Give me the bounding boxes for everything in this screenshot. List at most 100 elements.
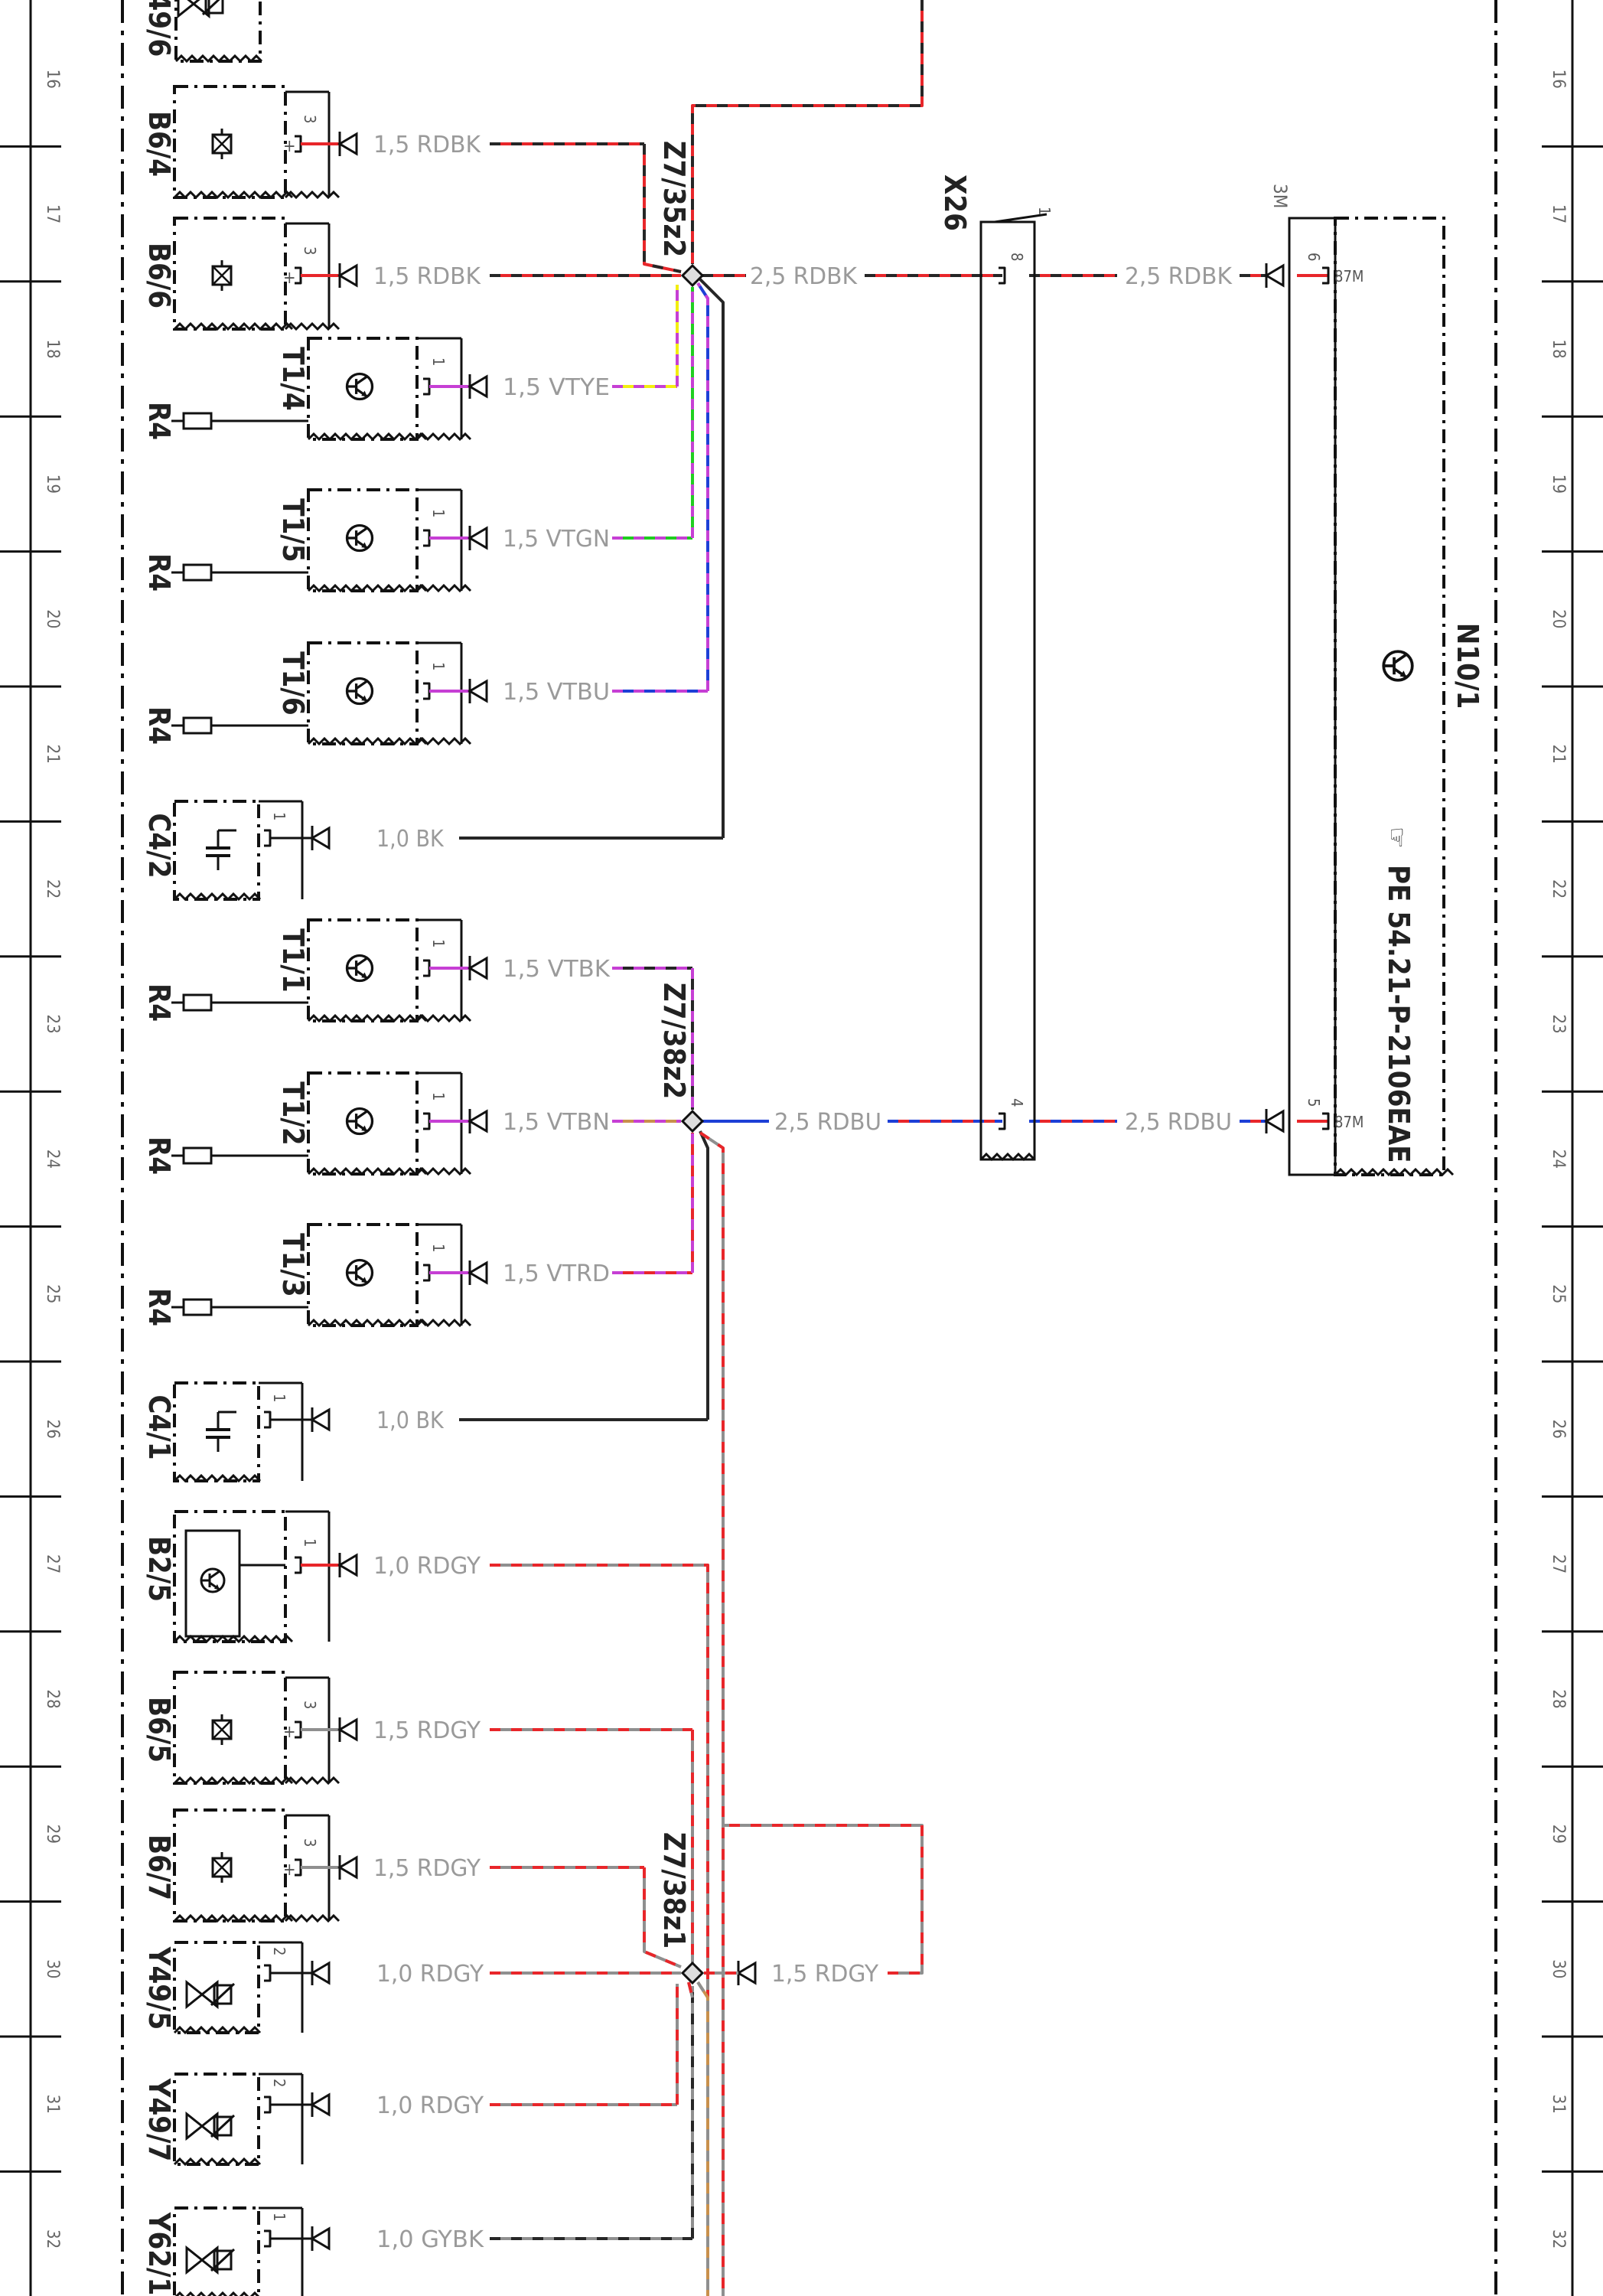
B6-7-housing-break xyxy=(284,1913,340,1923)
transistor-icon xyxy=(345,677,374,706)
B6-4-housing-break xyxy=(284,190,340,200)
C4-1-riser xyxy=(699,1130,709,1420)
sensor-icon xyxy=(211,1852,233,1883)
Y62-1-arrow-icon xyxy=(310,2226,331,2251)
B2-5-pin-number: 1 xyxy=(301,1538,319,1547)
N10-1-pin-5-icon xyxy=(1322,1112,1330,1130)
B6-4-pin-number: 3 xyxy=(301,115,319,123)
C4-2-pin-number: 1 xyxy=(270,812,288,820)
T1-3-arrow-icon xyxy=(468,1261,488,1285)
B6-7-break-line xyxy=(173,1913,294,1923)
label-T1-5-R4: R4 xyxy=(142,553,176,592)
label-T1-3: T1/3 xyxy=(276,1233,310,1296)
label-T1-5: T1/5 xyxy=(276,498,310,562)
B6-4-to-splice xyxy=(643,144,682,273)
T1-4-pin-number: 1 xyxy=(429,357,448,366)
T1-2-break-line xyxy=(307,1166,428,1176)
B6-4-break-line xyxy=(173,190,294,200)
zone-number-left: 28 xyxy=(43,1689,62,1708)
break-line xyxy=(174,54,263,64)
splice-Z7-38z1-label: Z7/38z1 xyxy=(657,1832,691,1949)
label-T1-4-R4: R4 xyxy=(142,402,176,440)
zone-number-left: 26 xyxy=(43,1420,62,1439)
B2-5-break-line xyxy=(173,1634,294,1644)
zone-number-left: 16 xyxy=(43,70,62,89)
splice2-wire-label: 2,5 RDBU xyxy=(774,1109,881,1136)
pointer-hand-icon: ☞ xyxy=(1383,827,1411,849)
transistor-icon xyxy=(345,1107,374,1136)
resistor-icon xyxy=(182,1146,213,1165)
T1-2-wire-label: 1,5 VTBN xyxy=(503,1109,610,1136)
T1-3-box xyxy=(307,1223,419,1327)
label-Y49-5: Y49/5 xyxy=(142,1946,176,2030)
transistor-icon xyxy=(1382,650,1414,682)
transistor-icon xyxy=(200,1567,226,1593)
C4-2-arrow-icon xyxy=(310,826,331,850)
B6-4-box xyxy=(173,85,287,199)
T1-1-wire-label: 1,5 VTBK xyxy=(503,956,611,983)
zone-number-left: 27 xyxy=(43,1554,62,1574)
B6-5-wire-label: 1,5 RDGY xyxy=(373,1717,481,1744)
T1-6-pin-icon xyxy=(423,682,431,700)
B6-7-wire-label: 1,5 RDGY xyxy=(373,1855,481,1882)
splice1-wire-label: 2,5 RDBK xyxy=(750,263,858,290)
B6-7-box xyxy=(173,1808,287,1923)
C4-2-wire-label: 1,0 BK xyxy=(376,826,445,853)
zone-number-left: 19 xyxy=(43,475,62,494)
T1-1-break-line xyxy=(307,1013,428,1023)
B6-7-arrow-icon xyxy=(337,1855,358,1880)
X26-break-line xyxy=(979,1152,1036,1162)
T1-3-wire-label: 1,5 VTRD xyxy=(503,1261,610,1287)
Y62-1-break-line xyxy=(174,2291,260,2296)
Y49-7-pin-icon xyxy=(264,2095,272,2114)
T1-6-wire-label: 1,5 VTBU xyxy=(503,679,610,706)
B6-5-break-line xyxy=(173,1776,294,1786)
T1-1-housing-break xyxy=(415,1013,472,1023)
C4-1-arrow-icon xyxy=(310,1407,331,1432)
B6-6-plus-sign: + xyxy=(283,269,296,288)
T1-2-housing-break xyxy=(415,1166,472,1176)
zone-number-right: 28 xyxy=(1549,1689,1568,1708)
X26-top-pin: 1 xyxy=(1035,207,1054,215)
T1-5-pin-icon xyxy=(423,529,431,547)
top-feed-wire-stripe xyxy=(691,0,924,264)
transistor-icon xyxy=(345,523,374,553)
C4-2-pin-icon xyxy=(264,829,272,847)
T1-2-arrow-icon xyxy=(468,1109,488,1133)
T1-2-box xyxy=(307,1071,419,1176)
zone-number-right: 25 xyxy=(1549,1284,1568,1303)
C4-2-riser xyxy=(699,278,725,838)
T1-5-pin-number: 1 xyxy=(429,509,448,517)
Y49-5-arrow-icon xyxy=(310,1961,331,1985)
Y49-7-break-line xyxy=(173,2157,262,2167)
x26-n10-wire-label-a: 2,5 RDBK xyxy=(1125,263,1233,290)
valve-icon xyxy=(177,0,227,18)
transistor-icon xyxy=(345,372,374,401)
B6-5-arrow-icon xyxy=(337,1717,358,1742)
T1-3-break-line xyxy=(307,1318,428,1328)
T1-4-break-line xyxy=(307,432,428,442)
label-B2-5: B2/5 xyxy=(142,1536,176,1602)
T1-4-housing-break xyxy=(415,432,472,442)
N10-1-pin-5-number: 5 xyxy=(1305,1098,1323,1107)
C4-1-box xyxy=(173,1381,260,1482)
T1-4-arrow-icon xyxy=(468,374,488,399)
capacitor-icon xyxy=(204,829,238,872)
Y62-1-box xyxy=(173,2206,260,2296)
T1-6-pin-number: 1 xyxy=(429,662,448,670)
label-T1-1: T1/1 xyxy=(276,928,310,992)
N10-1-box xyxy=(1334,217,1445,1176)
splice-Z7-38z2-icon xyxy=(680,1109,705,1133)
C4-1-break-line xyxy=(173,1473,262,1483)
T1-6-arrow-icon xyxy=(468,679,488,703)
T1-5-box xyxy=(307,488,419,592)
B2-5-wire-stripe xyxy=(490,1564,709,2296)
zone-number-left: 23 xyxy=(43,1014,62,1033)
T1-5-housing-break xyxy=(415,583,472,593)
B2-5-wire-label: 1,0 RDGY xyxy=(373,1553,481,1580)
N10-1-arrow-b-icon xyxy=(1264,1109,1285,1133)
label-Y49-7: Y49/7 xyxy=(142,2078,176,2162)
T1-3-pin-icon xyxy=(423,1264,431,1282)
T1-6-housing-break xyxy=(415,736,472,746)
